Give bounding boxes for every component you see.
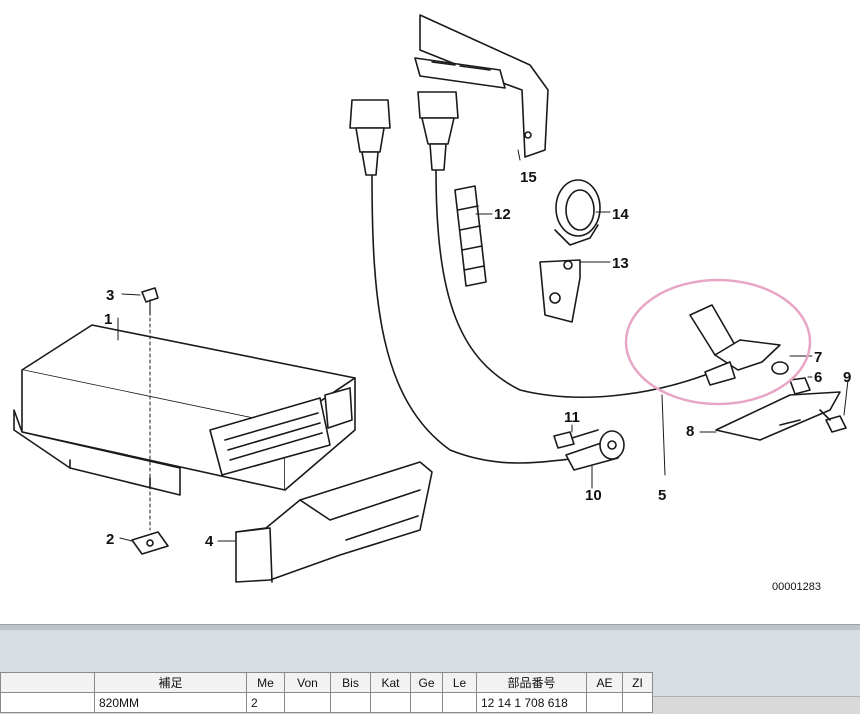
callout-5: 5 (658, 487, 666, 504)
header-me: Me (246, 672, 285, 693)
connector-housing-part-4 (235, 461, 433, 583)
parts-table: 補足 Me Von Bis Kat Ge Le 部品番号 AE ZI 820MM… (0, 672, 653, 713)
bolt-part-9 (819, 409, 847, 433)
clip-nut-part-2 (131, 531, 169, 555)
header-ae: AE (586, 672, 623, 693)
callout-14: 14 (612, 206, 629, 223)
callout-1: 1 (104, 311, 112, 328)
header-part-number: 部品番号 (476, 672, 587, 693)
callout-11: 11 (564, 409, 580, 426)
header-le: Le (442, 672, 477, 693)
header-von: Von (284, 672, 331, 693)
callout-6: 6 (814, 369, 822, 386)
cell-blank (0, 692, 95, 713)
header-ge: Ge (410, 672, 443, 693)
header-bis: Bis (330, 672, 371, 693)
cell-me: 2 (246, 692, 285, 713)
callout-2: 2 (106, 531, 114, 548)
control-unit (13, 324, 356, 496)
sensor-part-7 (689, 304, 781, 386)
parts-table-header: 補足 Me Von Bis Kat Ge Le 部品番号 AE ZI (0, 672, 653, 693)
cell-ae (586, 692, 623, 713)
parts-diagram: 3 1 2 4 15 12 14 13 7 6 9 8 11 10 5 0000… (13, 14, 851, 593)
cell-zi (622, 692, 653, 713)
cell-part-number: 12 14 1 708 618 (476, 692, 587, 713)
callout-3: 3 (106, 287, 114, 304)
cell-ge (410, 692, 443, 713)
sensor-cables (371, 169, 706, 476)
panel-divider (0, 624, 860, 631)
callout-labels: 3 1 2 4 15 12 14 13 7 6 9 8 11 10 5 (104, 169, 851, 550)
bolt-part-11 (553, 429, 599, 449)
shield-part-8 (715, 391, 841, 441)
leader-lines (117, 149, 849, 542)
cell-le (442, 692, 477, 713)
angle-bracket-part-13 (539, 259, 581, 323)
diagram-reference-number: 00001283 (772, 581, 821, 593)
header-blank (0, 672, 95, 693)
header-zi: ZI (622, 672, 653, 693)
cell-von (284, 692, 331, 713)
callout-8: 8 (686, 423, 694, 440)
callout-12: 12 (494, 206, 511, 223)
screw-part-3 (141, 287, 159, 531)
callout-15: 15 (520, 169, 537, 186)
table-row[interactable]: 820MM 2 12 14 1 708 618 (0, 692, 653, 713)
header-kat: Kat (370, 672, 411, 693)
header-remarks: 補足 (94, 672, 247, 693)
hose-clamp-part-14 (554, 179, 601, 246)
callout-13: 13 (612, 255, 629, 272)
cable-plugs (349, 91, 459, 176)
callout-7: 7 (814, 349, 822, 366)
washer-nut-parts-6 (771, 361, 811, 395)
cell-kat (370, 692, 411, 713)
cell-bis (330, 692, 371, 713)
cell-remarks: 820MM (94, 692, 247, 713)
callout-10: 10 (585, 487, 602, 504)
highlight-ellipse (624, 278, 812, 406)
callout-9: 9 (843, 369, 851, 386)
sleeve-part-12 (454, 185, 487, 287)
sensor-part-10 (565, 430, 625, 471)
bracket-part-15 (414, 14, 549, 158)
callout-4: 4 (205, 533, 214, 550)
